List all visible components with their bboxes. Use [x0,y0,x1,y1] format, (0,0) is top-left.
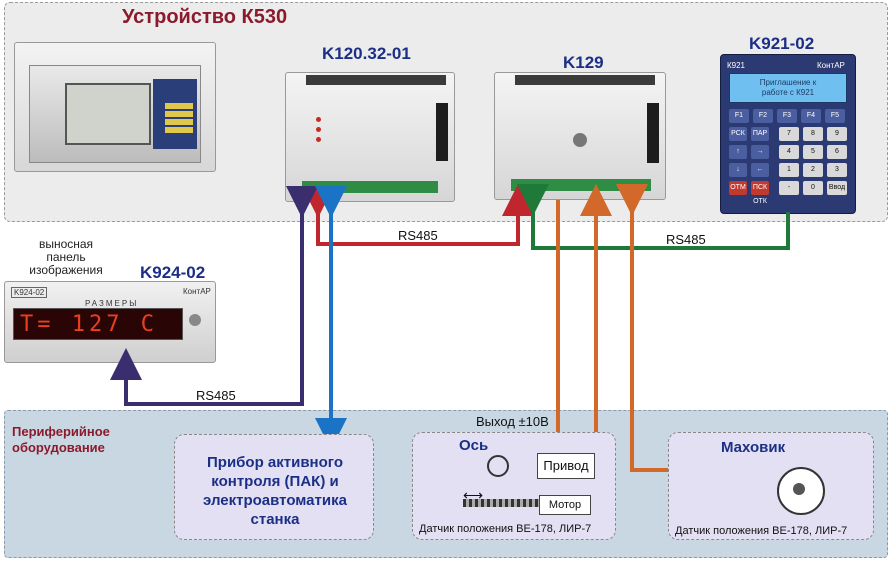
rs485-label-bottom: RS485 [196,388,236,403]
bidirectional-arrow-icon: ⟷ [463,487,484,503]
k921-side-key[interactable]: ПСК ОТК [751,181,769,205]
pak-box: Прибор активного контроля (ПАК) и электр… [174,434,374,540]
handwheel-sensor-label: Датчик положения ВЕ-178, ЛИР-7 [675,525,848,537]
handwheel-box: Маховик Датчик положения ВЕ-178, ЛИР-7 [668,432,874,540]
k921-brand-right: КонтАР [817,61,845,70]
peripheral-title: Периферийное оборудование [12,424,110,456]
handwheel-hub-icon [793,483,805,495]
pak-line: контроля (ПАК) и [211,473,339,490]
axis-sensor-label: Датчик положения ВЕ-178, ЛИР-7 [419,523,592,535]
link-green-rs485 [517,184,790,250]
drive-label: Привод [543,458,589,473]
k120-terminal-top [306,75,446,85]
k921-digit-key[interactable]: Ввод [827,181,847,195]
k921-digit-key[interactable]: 7 [779,127,799,141]
k921-side-key[interactable]: ↑ [729,145,747,159]
k921-digit-key[interactable]: 4 [779,145,799,159]
axis-title: Ось [459,437,489,454]
leadscrew-icon [463,499,539,507]
link-orange-handwheel [616,184,780,472]
k129-module [494,72,666,200]
pak-line: Прибор активного [207,454,343,471]
k530-photo [14,42,216,172]
pak-line: электроавтоматика [203,492,347,509]
k921-digit-key[interactable]: 8 [803,127,823,141]
device-title: Устройство К530 [122,6,288,28]
k924-caption-line: изображения [29,263,103,277]
link-purple-rs485 [110,186,318,406]
k921-fkey[interactable]: F3 [777,109,797,123]
k921-screen-line1: Приглашение к [759,78,817,87]
k921-fkey[interactable]: F4 [801,109,821,123]
motor-box: Мотор [539,495,591,515]
peripheral-title-line: Периферийное [12,424,110,439]
k120-module [285,72,455,202]
k921-side-key[interactable]: ПАР [751,127,769,141]
k921-digit-key[interactable]: 0 [803,181,823,195]
pak-text: Прибор активного контроля (ПАК) и электр… [175,453,375,529]
k120-connector [436,103,448,161]
k924-caption: выносная панель изображения [24,238,108,277]
k530-keypad-yellow [165,103,193,133]
k921-fkey[interactable]: F1 [729,109,749,123]
k921-digit-key[interactable]: 6 [827,145,847,159]
peripheral-title-line: оборудование [12,440,105,455]
output-label: Выход ±10В [476,414,549,429]
pak-line: станка [250,511,300,528]
k921-digit-key[interactable]: 9 [827,127,847,141]
k921-fkey[interactable]: F2 [753,109,773,123]
rotation-icon [487,455,509,477]
k120-led [316,117,321,122]
k921-side-key[interactable]: ОТМ [729,181,747,195]
axis-box: Ось Привод Мотор ⟷ Датчик положения ВЕ-1… [412,432,616,540]
k921-side-key[interactable]: → [751,145,769,159]
k129-label: K129 [563,53,604,72]
k129-connector [647,103,659,163]
k921-digit-key[interactable]: 2 [803,163,823,177]
k921-digit-key[interactable]: - [779,181,799,195]
k129-terminal-top [515,75,655,85]
handwheel-dial-icon [777,467,825,515]
k924-panel-label: K924-02 [11,287,48,298]
k530-screen [65,83,151,145]
k120-led [316,127,321,132]
rs485-label-top-right: RS485 [666,232,706,247]
k921-digit-key[interactable]: 3 [827,163,847,177]
k921-label: K921-02 [749,34,815,53]
rs485-label-top-left: RS485 [398,228,438,243]
k120-label: K120.32-01 [322,44,411,63]
k921-keypad: К921 КонтАР Приглашение к работе с К921 … [720,54,856,214]
k921-side-key[interactable]: ↓ [729,163,747,177]
k921-side-key[interactable]: РСК [729,127,747,141]
k921-screen-line2: работе с К921 [761,88,815,97]
k921-screen: Приглашение к работе с К921 [729,73,847,103]
k120-led [316,137,321,142]
k129-knob [573,133,587,147]
handwheel-title: Маховик [721,439,786,456]
drive-box: Привод [537,453,595,479]
k924-caption-line: панель [46,250,86,264]
k921-side-key[interactable]: ← [751,163,769,177]
k924-caption-line: выносная [38,237,94,251]
k921-brand-left: К921 [727,61,746,70]
motor-label: Мотор [548,499,582,511]
k921-digit-key[interactable]: 1 [779,163,799,177]
k921-fkey[interactable]: F5 [825,109,845,123]
k921-digit-key[interactable]: 5 [803,145,823,159]
